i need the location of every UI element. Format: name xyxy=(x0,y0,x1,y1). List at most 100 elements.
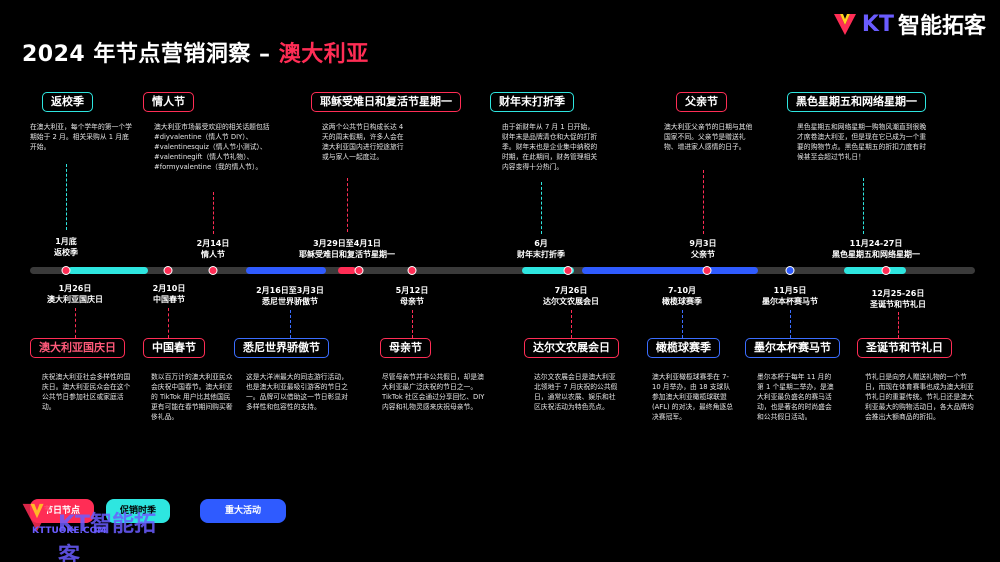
desc-chinese-new-year: 数以百万计的澳大利亚民众会庆祝中国春节。澳大利亚的 TikTok 用户比其他国民… xyxy=(151,373,233,421)
desc-eofy-sale: 由于新财年从 7 月 1 日开始，财年末是品牌清仓和大促的打折季。财年末也是企业… xyxy=(502,123,598,171)
segment-pride xyxy=(246,267,326,274)
connector-easter xyxy=(347,178,348,232)
title-accent: 澳大利亚 xyxy=(278,42,369,67)
label-darwin-show: 达尔文农展会日 xyxy=(524,338,619,358)
desc-fathers-day: 澳大利亚父亲节的日期与其他国家不同。父亲节是赠送礼物、增进家人感情的日子。 xyxy=(664,123,753,151)
dot-darwin-show xyxy=(563,266,573,275)
label-fathers-day: 父亲节 xyxy=(676,92,727,112)
label-eofy-sale: 财年末打折季 xyxy=(490,92,574,112)
dot-australia-day xyxy=(61,266,71,275)
label-valentines: 情人节 xyxy=(143,92,194,112)
date-football: 7-10月橄榄球赛季 xyxy=(662,285,702,307)
connector-eofy-sale xyxy=(541,182,542,234)
label-back-to-school: 返校季 xyxy=(42,92,93,112)
connector-australia-day xyxy=(75,308,76,338)
footer-site: KTTUOKE.COM xyxy=(32,526,107,536)
date-name: 悉尼世界骄傲节 xyxy=(262,297,318,306)
date-text: 6月 xyxy=(534,239,548,248)
kt-logo-icon xyxy=(833,14,856,35)
date-name: 返校季 xyxy=(54,248,78,257)
date-name: 情人节 xyxy=(200,250,225,259)
date-name: 母亲节 xyxy=(399,297,424,306)
date-easter: 3月29日至4月1日耶稣受难日和复活节星期一 xyxy=(299,238,395,260)
connector-christmas xyxy=(898,312,899,338)
date-text: 2月14日 xyxy=(196,239,230,248)
dot-easter xyxy=(354,266,364,275)
connector-chinese-new-year xyxy=(168,308,169,338)
date-text: 2月10日 xyxy=(152,284,186,293)
connector-melbourne-cup xyxy=(790,310,791,338)
label-football: 橄榄球赛季 xyxy=(647,338,720,358)
date-back-to-school: 1月底返校季 xyxy=(54,236,78,258)
dot-valentines xyxy=(208,266,218,275)
connector-valentines xyxy=(213,192,214,234)
date-name: 达尔文农展会日 xyxy=(543,297,599,306)
date-pride: 2月16日至3月3日悉尼世界骄傲节 xyxy=(256,285,324,307)
label-mothers-day: 母亲节 xyxy=(380,338,431,358)
date-text: 1月底 xyxy=(55,237,77,246)
date-text: 11月24-27日 xyxy=(849,239,903,248)
date-text: 1月26日 xyxy=(58,284,92,293)
date-name: 橄榄球赛季 xyxy=(662,297,702,306)
date-name: 黑色星期五和网络星期一 xyxy=(832,250,920,259)
date-melbourne-cup: 11月5日墨尔本杯赛马节 xyxy=(762,285,818,307)
segment-black-friday xyxy=(844,267,906,274)
date-text: 3月29日至4月1日 xyxy=(313,239,381,248)
segment-easter xyxy=(338,267,356,274)
label-melbourne-cup: 墨尔本杯赛马节 xyxy=(745,338,840,358)
dot-chinese-new-year xyxy=(163,266,173,275)
timeline-bar xyxy=(30,267,975,274)
dot-fathers-day xyxy=(702,266,712,275)
footer-logo: KT智能拓客 KTTUOKE.COM xyxy=(20,500,170,562)
page-title: 2024 年节点营销洞察 – 澳大利亚 xyxy=(22,36,369,68)
date-christmas: 12月25-26日圣诞节和节礼日 xyxy=(870,288,926,310)
connector-back-to-school xyxy=(66,164,67,230)
label-chinese-new-year: 中国春节 xyxy=(143,338,205,358)
date-eofy-sale: 6月财年末打折季 xyxy=(517,238,565,260)
brand-logo: KT 智能拓客 xyxy=(832,8,986,40)
label-easter: 耶稣受难日和复活节星期一 xyxy=(311,92,461,112)
date-text: 7-10月 xyxy=(667,286,697,295)
desc-christmas: 节礼日是向穷人赠送礼物的一个节日，而现在体育赛事也成为澳大利亚节礼日的重要传统。… xyxy=(865,373,974,421)
date-name: 墨尔本杯赛马节 xyxy=(762,297,818,306)
date-mothers-day: 5月12日母亲节 xyxy=(396,285,429,307)
desc-pride: 这是大洋洲最大的同志游行活动，也是澳大利亚最吸引游客的节日之一。品牌可以借助这一… xyxy=(246,373,348,411)
date-text: 5月12日 xyxy=(395,286,429,295)
date-fathers-day: 9月3日父亲节 xyxy=(689,238,716,260)
brand-kt: KT xyxy=(861,11,894,37)
date-black-friday: 11月24-27日黑色星期五和网络星期一 xyxy=(832,238,920,260)
segment-back-to-school xyxy=(68,267,148,274)
label-pride: 悉尼世界骄傲节 xyxy=(234,338,329,358)
connector-black-friday xyxy=(863,178,864,234)
date-name: 父亲节 xyxy=(690,250,715,259)
label-black-friday: 黑色星期五和网络星期一 xyxy=(787,92,926,112)
brand-name: 智能拓客 xyxy=(897,14,986,39)
connector-football xyxy=(682,310,683,338)
legend-major-event: 重大活动 xyxy=(200,499,286,523)
desc-mothers-day: 尽管母亲节并非公共假日，却是澳大利亚最广泛庆祝的节日之一。TikTok 社区会通… xyxy=(382,373,485,411)
date-valentines: 2月14日情人节 xyxy=(197,238,230,260)
footer-kt: KT智能拓客 xyxy=(58,512,157,562)
date-name: 圣诞节和节礼日 xyxy=(870,300,926,309)
desc-darwin-show: 达尔文农展会日是澳大利亚北领地于 7 月庆祝的公共假日，通常以农展、娱乐和社区庆… xyxy=(534,373,618,411)
connector-darwin-show xyxy=(571,310,572,338)
kt-logo-watermark-icon xyxy=(22,503,52,532)
date-text: 12月25-26日 xyxy=(871,289,925,298)
date-text: 11月5日 xyxy=(773,286,807,295)
dot-mothers-day xyxy=(407,266,417,275)
connector-pride xyxy=(290,310,291,338)
date-chinese-new-year: 2月10日中国春节 xyxy=(153,283,186,305)
dot-christmas xyxy=(881,266,891,275)
segment-eofy-sale xyxy=(522,267,574,274)
desc-back-to-school: 在澳大利亚，每个学年的第一个学期始于 2 月。相关采购从 1 月底开始。 xyxy=(30,123,132,151)
label-australia-day: 澳大利亚国庆日 xyxy=(30,338,125,358)
dot-melbourne-cup xyxy=(785,266,795,275)
desc-black-friday: 黑色星期五和网络星期一购物风潮直到很晚才席卷澳大利亚，但是现在它已成为一个重要的… xyxy=(797,123,927,161)
date-australia-day: 1月26日澳大利亚国庆日 xyxy=(47,283,103,305)
legend-promo-season: 促销时季 xyxy=(106,499,170,523)
date-text: 9月3日 xyxy=(689,239,717,248)
label-christmas: 圣诞节和节礼日 xyxy=(857,338,952,358)
connector-fathers-day xyxy=(703,170,704,234)
date-text: 7月26日 xyxy=(554,286,588,295)
date-name: 澳大利亚国庆日 xyxy=(47,295,103,304)
